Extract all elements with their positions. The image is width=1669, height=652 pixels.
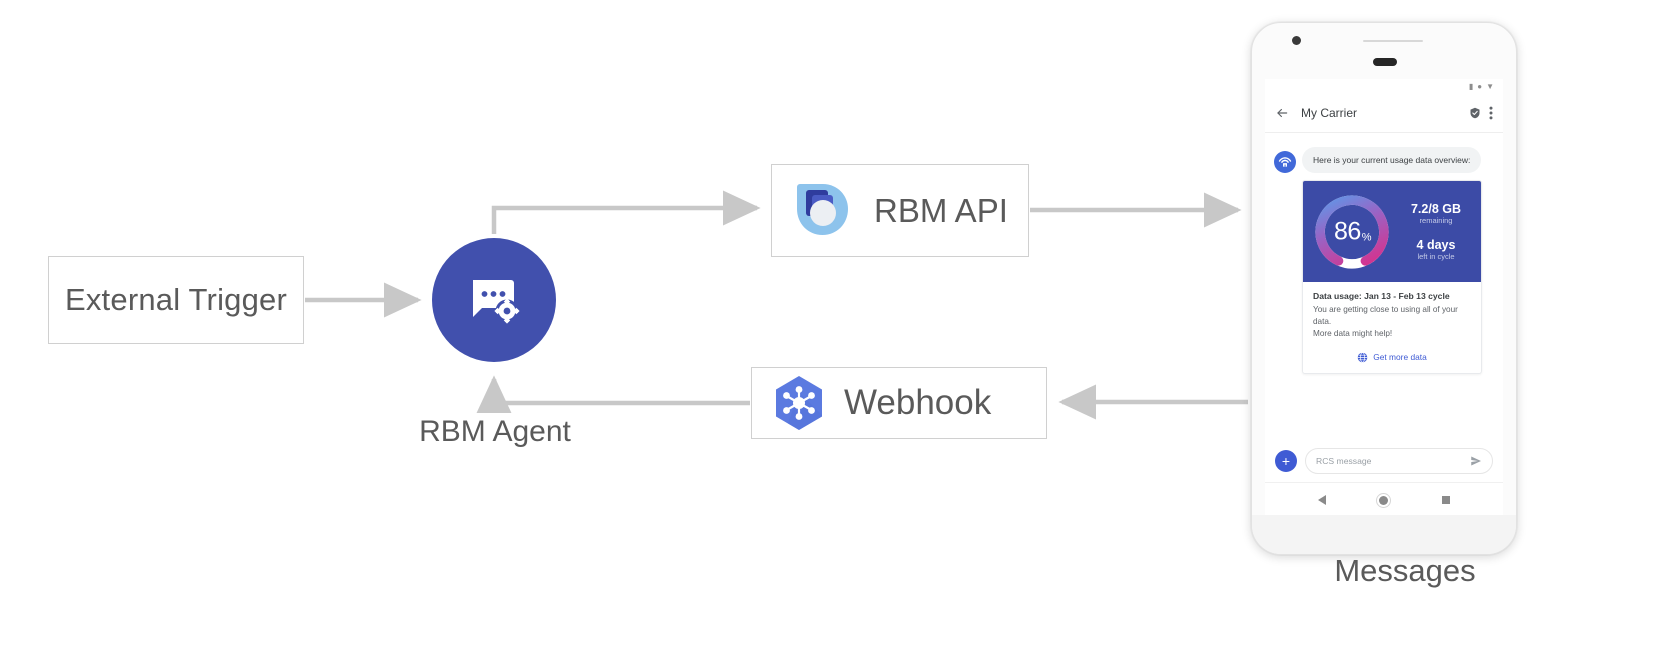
signal-icon: ▮	[1468, 81, 1474, 91]
incoming-message-row: Here is your current usage data overview…	[1274, 147, 1494, 174]
front-camera-icon	[1292, 36, 1301, 45]
stat-days-left: 4 days	[1416, 237, 1456, 252]
card-title: Data usage: Jan 13 - Feb 13 cycle	[1313, 291, 1450, 302]
node-webhook[interactable]: Webhook	[751, 367, 1047, 439]
phone-screen: ▮ ● ▼ My Carrier	[1265, 79, 1503, 517]
status-bar: ▮ ● ▼	[1265, 79, 1503, 94]
hero-stats: 7.2/8 GB remaining 4 days left in cycle	[1395, 202, 1481, 262]
overflow-menu-icon[interactable]	[1489, 106, 1493, 120]
card-description-line-2: More data might help!	[1313, 329, 1393, 339]
nav-home-circle-icon[interactable]	[1379, 495, 1389, 505]
stat-spacer	[1395, 226, 1477, 238]
phone-top-bezel	[1252, 23, 1516, 79]
phone-bottom-bezel	[1252, 515, 1516, 554]
back-arrow-icon[interactable]	[1275, 106, 1289, 120]
messages-label: Messages	[1334, 553, 1476, 588]
phone-device: ▮ ● ▼ My Carrier	[1251, 22, 1517, 555]
chat-gear-icon	[473, 280, 520, 324]
earpiece-speaker	[1373, 58, 1397, 66]
conversation-thread: Here is your current usage data overview…	[1265, 133, 1503, 374]
get-more-data-label: Get more data	[1373, 352, 1427, 363]
gauge-percent-symbol: %	[1361, 231, 1372, 244]
rcs-message-input[interactable]: RCS message	[1305, 448, 1493, 474]
rcs-message-placeholder: RCS message	[1316, 456, 1372, 466]
node-rbm-api[interactable]: RBM API	[771, 164, 1029, 257]
rich-card[interactable]: 86% 7.2/8 GB remaining 4 days left in cy…	[1302, 180, 1482, 374]
rbm-agent-label: RBM Agent	[419, 415, 571, 448]
rbm-api-label: RBM API	[874, 191, 1008, 229]
nav-back-triangle-icon[interactable]	[1317, 495, 1326, 505]
get-more-data-button[interactable]: Get more data	[1303, 344, 1481, 373]
android-nav-bar	[1265, 482, 1503, 517]
globe-icon	[1357, 352, 1368, 363]
gauge-ring	[1315, 195, 1389, 269]
stat-days-left-caption: left in cycle	[1417, 252, 1455, 262]
data-usage-gauge: 86%	[1309, 189, 1395, 275]
wire-agent-to-api	[491, 190, 761, 234]
battery-icon: ▼	[1486, 81, 1494, 91]
webhook-hexagon-icon	[776, 376, 822, 430]
gauge-number: 86	[1333, 217, 1361, 246]
card-hero-media: 86% 7.2/8 GB remaining 4 days left in cy…	[1303, 181, 1481, 283]
node-rbm-agent[interactable]	[432, 238, 556, 362]
wire-webhook-to-agent	[476, 375, 750, 414]
node-external-trigger[interactable]: External Trigger	[48, 256, 304, 344]
webhook-label: Webhook	[844, 383, 992, 422]
wifi-icon: ●	[1477, 81, 1483, 91]
plus-icon[interactable]: +	[1275, 450, 1297, 472]
conversation-title: My Carrier	[1301, 106, 1357, 120]
card-description: You are getting close to using all of yo…	[1313, 304, 1471, 340]
rbm-api-logo	[797, 183, 848, 235]
verified-shield-icon[interactable]	[1469, 107, 1481, 119]
external-trigger-label: External Trigger	[64, 282, 288, 317]
message-bubble: Here is your current usage data overview…	[1302, 147, 1482, 174]
carrier-brand-icon	[1274, 151, 1296, 173]
card-body: Data usage: Jan 13 - Feb 13 cycle You ar…	[1303, 282, 1481, 344]
nav-recents-square-icon[interactable]	[1442, 496, 1451, 504]
stat-data-remaining-caption: remaining	[1419, 216, 1453, 226]
send-icon[interactable]	[1470, 455, 1482, 467]
message-composer: + RCS message	[1265, 440, 1503, 482]
card-description-line-1: You are getting close to using all of yo…	[1313, 305, 1458, 327]
gauge-value: 86%	[1309, 219, 1395, 244]
earpiece-line	[1363, 40, 1423, 42]
stat-data-remaining: 7.2/8 GB	[1410, 201, 1462, 216]
app-bar: My Carrier	[1265, 94, 1503, 133]
